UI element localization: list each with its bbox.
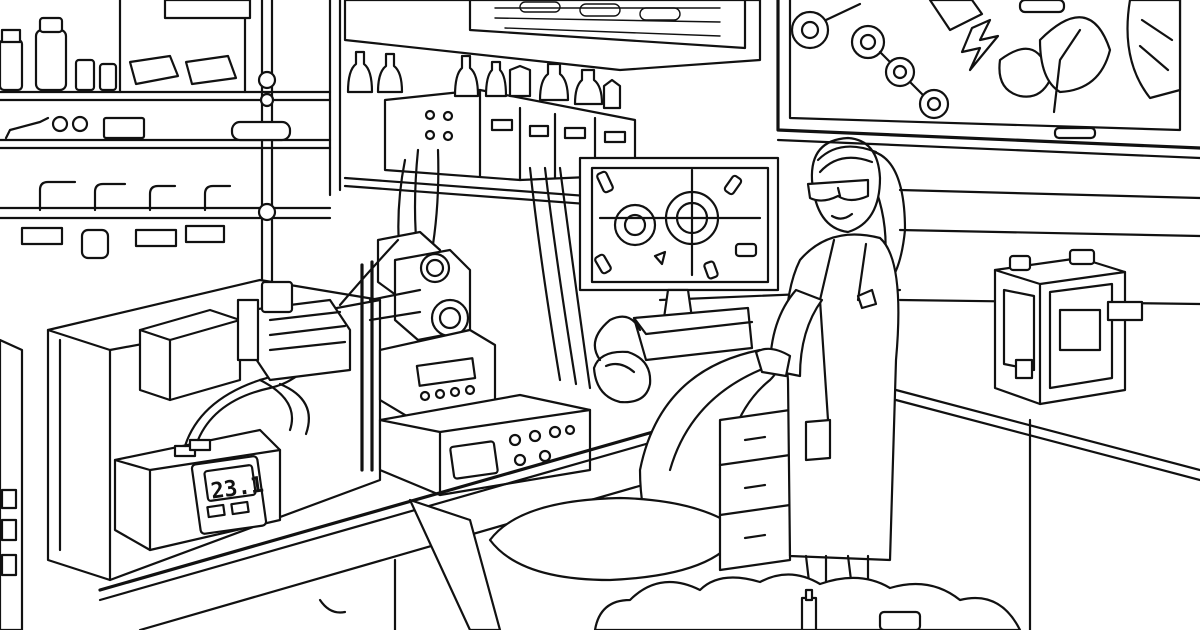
manifold-block — [236, 280, 352, 382]
wall-poster — [776, 0, 1200, 160]
vertical-pipe — [230, 0, 292, 302]
upper-cabinet — [328, 0, 762, 197]
left-instrument-rack: 23.1 — [46, 278, 382, 582]
reactor-assembly — [338, 230, 472, 472]
tools-middle-shelf — [4, 115, 146, 140]
3d-printer — [993, 248, 1144, 406]
right-wall — [894, 188, 1200, 630]
foreground-cloud — [408, 498, 1022, 630]
rear-controllers — [343, 50, 642, 390]
monitor — [578, 156, 780, 362]
molecule-chart-icon — [790, 0, 1182, 120]
bottle-group-top-left — [0, 16, 238, 92]
gas-taps — [20, 180, 232, 260]
drawer-unit — [718, 408, 792, 572]
left-shelf — [0, 0, 332, 302]
microscope-view-icon — [594, 168, 762, 280]
office-chair — [488, 348, 780, 582]
computer-mouse — [592, 315, 652, 404]
thermostat-unit: 23.1 — [113, 428, 282, 552]
scientist-figure-icon — [754, 136, 907, 592]
left-side-cabinet — [0, 338, 24, 630]
reagent-bottles — [346, 50, 622, 110]
lower-instrument — [378, 393, 592, 497]
